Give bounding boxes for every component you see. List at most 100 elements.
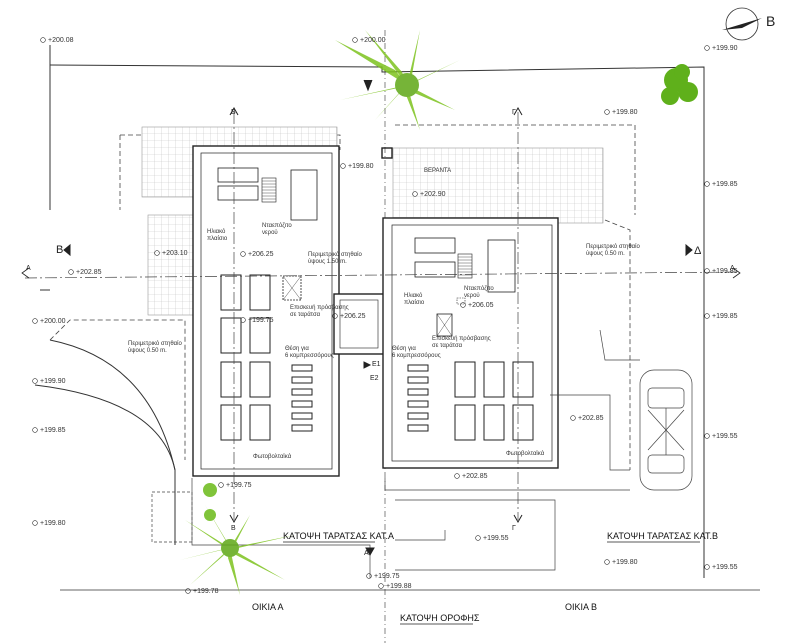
elevation-symbol-icon xyxy=(412,191,418,197)
elevation-value: +199.90 xyxy=(712,45,738,52)
plan-titles: ΚΑΤΟΨΗ ΤΑΡΑΤΣΑΣ ΚΑΤ.Α ΚΑΤΟΨΗ ΤΑΡΑΤΣΑΣ ΚΑ… xyxy=(252,531,718,625)
elevation-value: +206.25 xyxy=(340,313,366,320)
elevation-marker: +199.75 xyxy=(366,573,400,580)
elevation-symbol-icon xyxy=(32,378,38,384)
section-b-left: B xyxy=(56,244,63,256)
elevation-symbol-icon xyxy=(218,482,224,488)
elevation-marker: +199.80 xyxy=(604,559,638,566)
elevation-value: +199.80 xyxy=(40,520,66,527)
elevation-symbol-icon xyxy=(704,313,710,319)
elevation-marker: +203.10 xyxy=(154,250,188,257)
elevation-marker: +199.75 xyxy=(218,482,252,489)
title-house-a: ΟΙΚΙΑ Α xyxy=(252,602,284,612)
elevation-symbol-icon xyxy=(454,473,460,479)
elevation-value: +199.55 xyxy=(483,535,509,542)
section-labels: A A B B B Γ Γ Δ E1 E2 A xyxy=(26,109,735,557)
elevation-marker: +202.85 xyxy=(68,269,102,276)
note-pv-a: Φωτοβολταϊκά xyxy=(253,453,292,460)
elevation-value: +199.75 xyxy=(374,573,400,580)
elevation-symbol-icon xyxy=(185,588,191,594)
elevation-symbol-icon xyxy=(154,250,160,256)
section-d-right: Δ xyxy=(694,245,702,257)
section-b-top: B xyxy=(231,109,236,116)
elevation-marker: +199.88 xyxy=(378,583,412,590)
section-arrows xyxy=(21,79,741,557)
elevation-value: +200.00 xyxy=(40,318,66,325)
elevation-value: +203.10 xyxy=(162,250,188,257)
elevation-symbol-icon xyxy=(704,433,710,439)
elevation-marker: +202.85 xyxy=(570,415,604,422)
elevation-value: +206.25 xyxy=(248,251,274,258)
elevation-marker: +199.90 xyxy=(704,45,738,52)
elevation-value: +199.75 xyxy=(226,482,252,489)
elevation-value: +202.85 xyxy=(76,269,102,276)
section-g-bottom: Γ xyxy=(512,525,516,532)
elevation-marker: +200.00 xyxy=(32,318,66,325)
elevation-value: +199.75 xyxy=(248,317,274,324)
north-letter: B xyxy=(766,13,775,29)
elevation-marker: +199.85 xyxy=(704,313,738,320)
elevation-symbol-icon xyxy=(604,109,610,115)
elevation-symbol-icon xyxy=(570,415,576,421)
elevation-symbol-icon xyxy=(704,564,710,570)
elevation-value: +199.55 xyxy=(712,564,738,571)
elevation-symbol-icon xyxy=(332,313,338,319)
section-g-top: Γ xyxy=(512,109,516,116)
elevation-value: +200.08 xyxy=(48,37,74,44)
elevation-marker: +199.80 xyxy=(32,520,66,527)
elevation-marker: +202.85 xyxy=(454,473,488,480)
elevation-value: +200.00 xyxy=(360,37,386,44)
elevation-marker: +199.85 xyxy=(704,268,738,275)
elevation-value: +199.85 xyxy=(712,181,738,188)
elevation-marker: +199.85 xyxy=(32,427,66,434)
elevation-symbol-icon xyxy=(378,583,384,589)
elevation-marker: +206.25 xyxy=(332,313,366,320)
elevation-marker: +199.78 xyxy=(185,588,219,595)
elevation-marker: +200.08 xyxy=(40,37,74,44)
elevation-marker: +199.90 xyxy=(32,378,66,385)
palm-tree-bottom xyxy=(180,483,295,595)
elevation-symbol-icon xyxy=(475,535,481,541)
house-b-roof xyxy=(382,217,559,469)
section-a-right: A xyxy=(730,265,735,272)
elevation-symbol-icon xyxy=(604,559,610,565)
elevation-symbol-icon xyxy=(68,269,74,275)
section-e2: E2 xyxy=(370,375,379,382)
elevation-marker: +202.90 xyxy=(412,191,446,198)
elevation-value: +206.05 xyxy=(468,302,494,309)
elevation-value: +199.80 xyxy=(348,163,374,170)
elevation-value: +199.90 xyxy=(40,378,66,385)
elevation-symbol-icon xyxy=(366,573,372,579)
stair-link xyxy=(333,147,393,355)
house-a-roof xyxy=(192,145,340,477)
elevation-value: +202.85 xyxy=(578,415,604,422)
elevation-value: +199.85 xyxy=(40,427,66,434)
elevation-marker: +199.55 xyxy=(475,535,509,542)
elevation-symbol-icon xyxy=(32,318,38,324)
elevation-symbol-icon xyxy=(340,163,346,169)
title-roof-plan: ΚΑΤΟΨΗ ΟΡΟΦΗΣ xyxy=(400,613,480,623)
elevation-symbol-icon xyxy=(240,317,246,323)
elevation-value: +199.80 xyxy=(612,109,638,116)
elevation-marker: +199.55 xyxy=(704,564,738,571)
elevation-marker: +206.25 xyxy=(240,251,274,258)
elevation-symbol-icon xyxy=(704,268,710,274)
car-outline xyxy=(639,369,693,491)
section-a-bottom: A xyxy=(364,550,369,557)
title-plan-a: ΚΑΤΟΨΗ ΤΑΡΑΤΣΑΣ ΚΑΤ.Α xyxy=(283,531,394,541)
elevation-value: +199.78 xyxy=(193,588,219,595)
north-arrow: B xyxy=(722,7,775,41)
elevation-value: +199.88 xyxy=(386,583,412,590)
